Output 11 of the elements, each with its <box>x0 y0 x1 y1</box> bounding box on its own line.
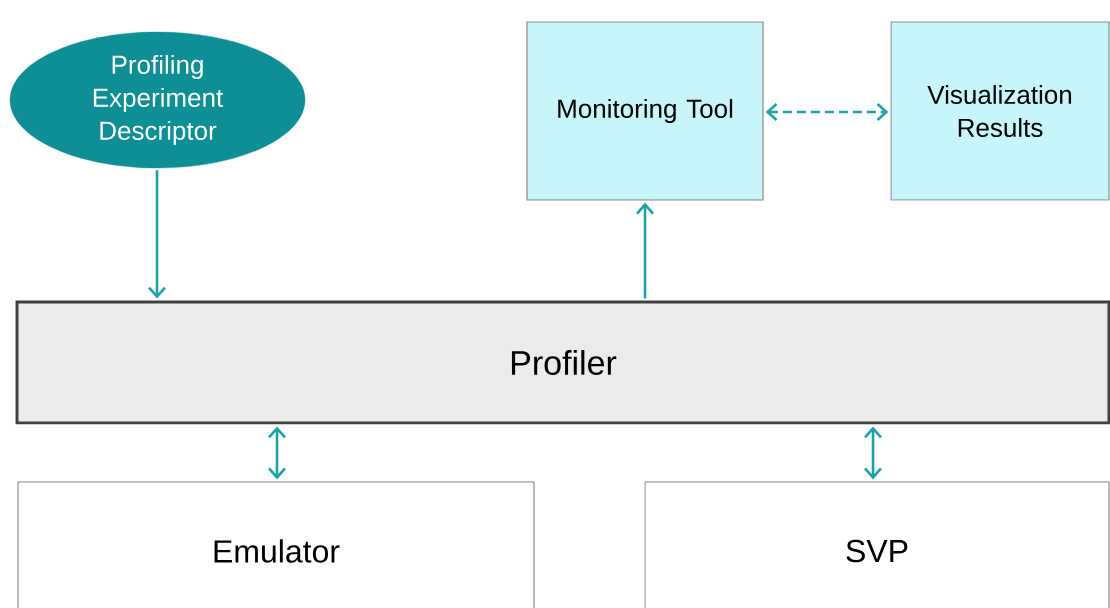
component-box: SVP <box>644 481 1110 608</box>
component-box: Emulator <box>17 481 535 608</box>
arrow <box>148 170 166 299</box>
arrow <box>636 202 654 299</box>
arrow <box>765 103 889 121</box>
ellipse-node: Profiling Experiment Descriptor <box>9 31 306 169</box>
profiler-bar: Profiler <box>15 300 1110 425</box>
arrow <box>268 426 286 480</box>
tool-box: Visualization Results <box>890 21 1110 201</box>
tool-box: Monitoring Tool <box>526 21 764 201</box>
arrow <box>864 426 882 480</box>
